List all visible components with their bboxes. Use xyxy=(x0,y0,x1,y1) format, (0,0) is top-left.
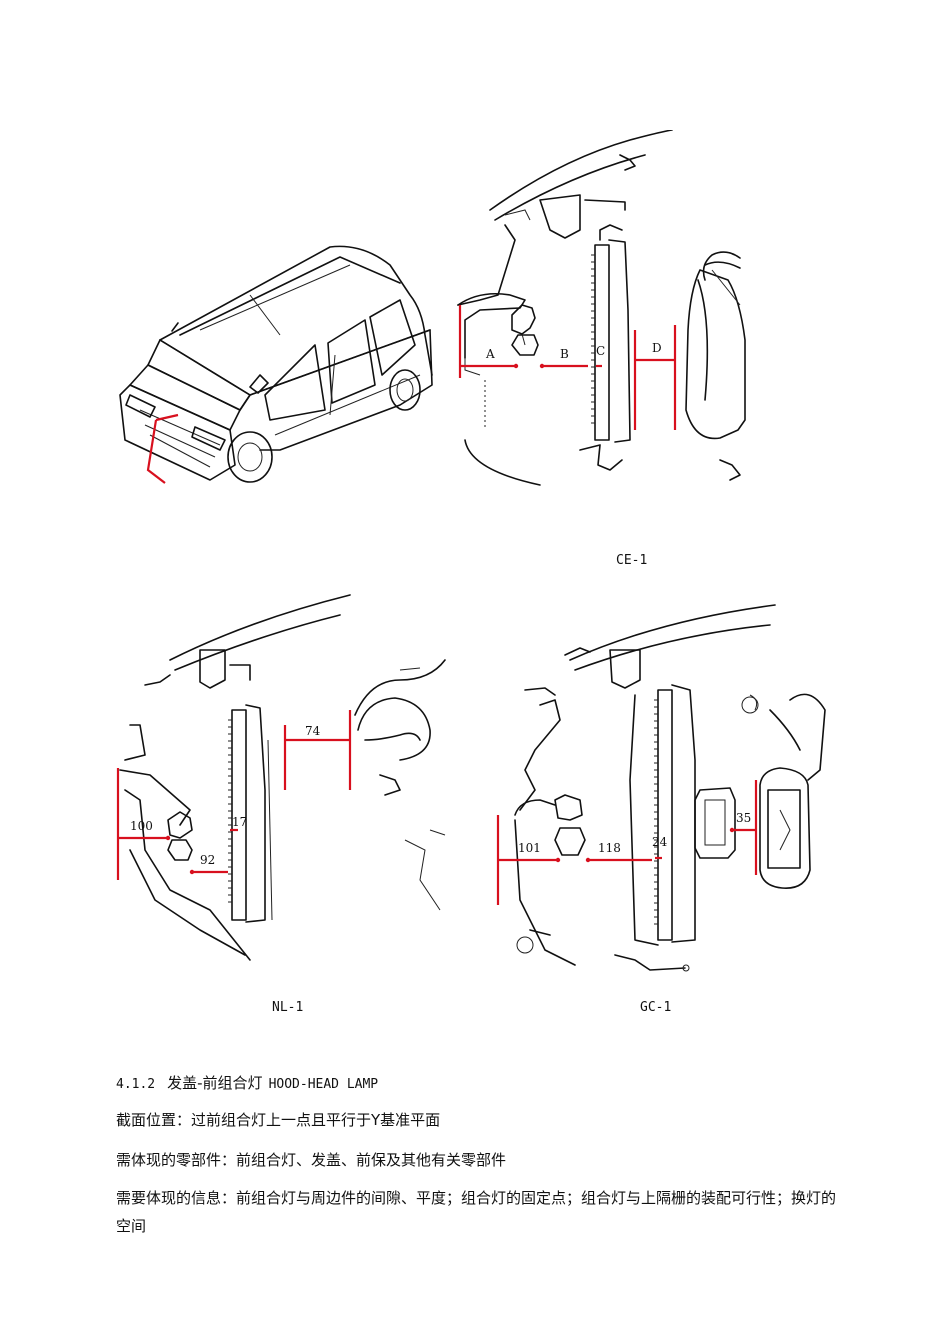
dim-label-24: 24 xyxy=(652,835,668,849)
section-heading: 4.1.2 发盖-前组合灯 HOOD-HEAD LAMP xyxy=(116,1072,378,1093)
section-nl1-drawing: 100 92 17 74 xyxy=(116,594,446,961)
dim-label-a: A xyxy=(485,347,495,361)
vehicle-isometric-figure xyxy=(100,235,440,495)
section-nl1-figure: 100 92 17 74 xyxy=(100,590,460,980)
dim-label-d: D xyxy=(652,341,662,355)
vehicle-isometric-drawing xyxy=(119,245,433,484)
section-gc1-drawing: 101 118 24 35 xyxy=(496,604,826,972)
dim-label-92: 92 xyxy=(200,853,215,867)
section-title-en: HOOD-HEAD LAMP xyxy=(268,1077,379,1092)
section-gc1-figure: 101 118 24 35 xyxy=(490,600,830,990)
section-number: 4.1.2 xyxy=(116,1077,156,1092)
dim-label-c: C xyxy=(596,344,605,358)
paragraph-section-position: 截面位置：过前组合灯上一点且平行于Y基准平面 xyxy=(116,1111,441,1129)
section-title-cn: 发盖-前组合灯 xyxy=(167,1074,263,1092)
paragraph-required-info: 需要体现的信息：前组合灯与周边件的间隙、平度；组合灯的固定点；组合灯与上隔栅的装… xyxy=(116,1189,837,1235)
section-ce1-figure: A B C D xyxy=(450,130,750,490)
caption-ce1: CE-1 xyxy=(616,553,648,568)
caption-nl1: NL-1 xyxy=(272,1000,304,1015)
dim-label-35: 35 xyxy=(736,811,751,825)
dim-label-17: 17 xyxy=(232,815,247,829)
paragraph-required-parts: 需体现的零部件：前组合灯、发盖、前保及其他有关零部件 xyxy=(116,1151,507,1169)
caption-gc1: GC-1 xyxy=(640,1000,672,1015)
dim-label-100: 100 xyxy=(130,819,153,833)
dim-label-b: B xyxy=(560,347,569,361)
section-ce1-drawing: A B C D xyxy=(457,130,746,486)
dim-label-74: 74 xyxy=(305,724,321,738)
dim-label-101: 101 xyxy=(518,841,541,855)
dim-label-118: 118 xyxy=(598,841,621,855)
